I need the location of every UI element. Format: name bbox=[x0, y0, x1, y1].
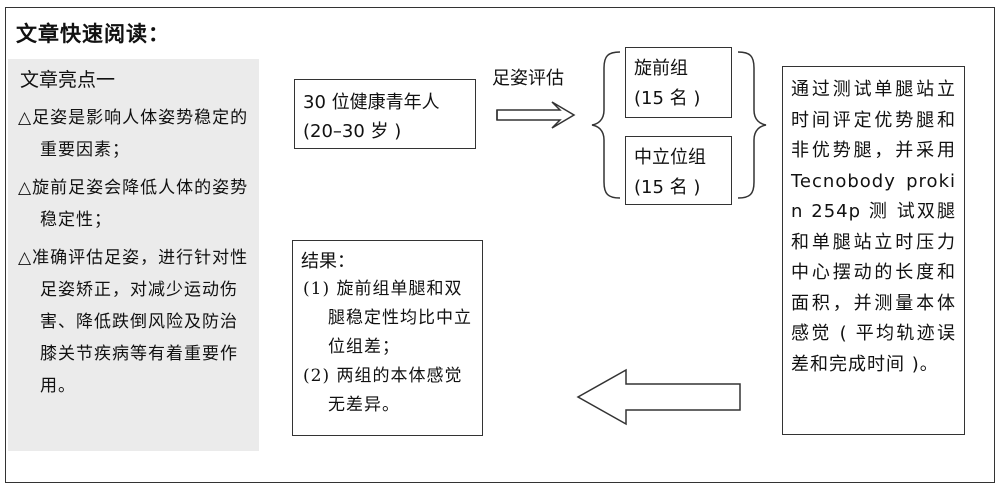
group-name: 中立位组 bbox=[634, 147, 706, 168]
highlight-item: △准确评估足姿，进行针对性足姿矫正，对减少运动伤害、降低跌倒风险及防治膝关节疾病… bbox=[18, 248, 249, 396]
group-name: 旋前组 bbox=[634, 58, 688, 79]
neutral-group-box: 中立位组 (15 名 ) bbox=[625, 136, 732, 205]
highlight-item: △足姿是影响人体姿势稳定的重要因素； bbox=[18, 108, 249, 160]
group-count: (15 名 ) bbox=[634, 88, 701, 109]
highlight-item: △旋前足姿会降低人体的姿势稳定性； bbox=[18, 178, 249, 230]
results-title: 结果： bbox=[301, 251, 355, 272]
highlights-title: 文章亮点一 bbox=[20, 69, 116, 91]
right-brace-icon bbox=[737, 51, 767, 199]
subjects-box: 30 位健康青年人 (20–30 岁 ) bbox=[294, 79, 476, 149]
method-box: 通过测试单腿站立时间评定优势腿和非优势腿，并采用 Tecnobody proki… bbox=[782, 66, 965, 435]
subjects-age: (20–30 岁 ) bbox=[303, 121, 402, 142]
page-title: 文章快速阅读： bbox=[16, 22, 170, 46]
left-arrow-icon bbox=[576, 368, 741, 426]
highlights-panel: 文章亮点一 △足姿是影响人体姿势稳定的重要因素； △旋前足姿会降低人体的姿势稳定… bbox=[8, 59, 259, 451]
subjects-line: 30 位健康青年人 bbox=[303, 92, 440, 113]
result-item: (1) 旋前组单腿和双腿稳定性均比中立位组差； bbox=[303, 279, 472, 357]
results-box: 结果： (1) 旋前组单腿和双腿稳定性均比中立位组差； (2) 两组的本体感觉无… bbox=[292, 240, 483, 436]
outer-frame bbox=[5, 7, 995, 483]
result-item: (2) 两组的本体感觉无差异。 bbox=[303, 366, 463, 415]
pronation-group-box: 旋前组 (15 名 ) bbox=[625, 47, 732, 118]
left-brace-icon bbox=[591, 51, 621, 199]
group-count: (15 名 ) bbox=[634, 177, 701, 198]
evaluation-label: 足姿评估 bbox=[492, 68, 564, 89]
right-arrow-icon bbox=[496, 101, 576, 129]
